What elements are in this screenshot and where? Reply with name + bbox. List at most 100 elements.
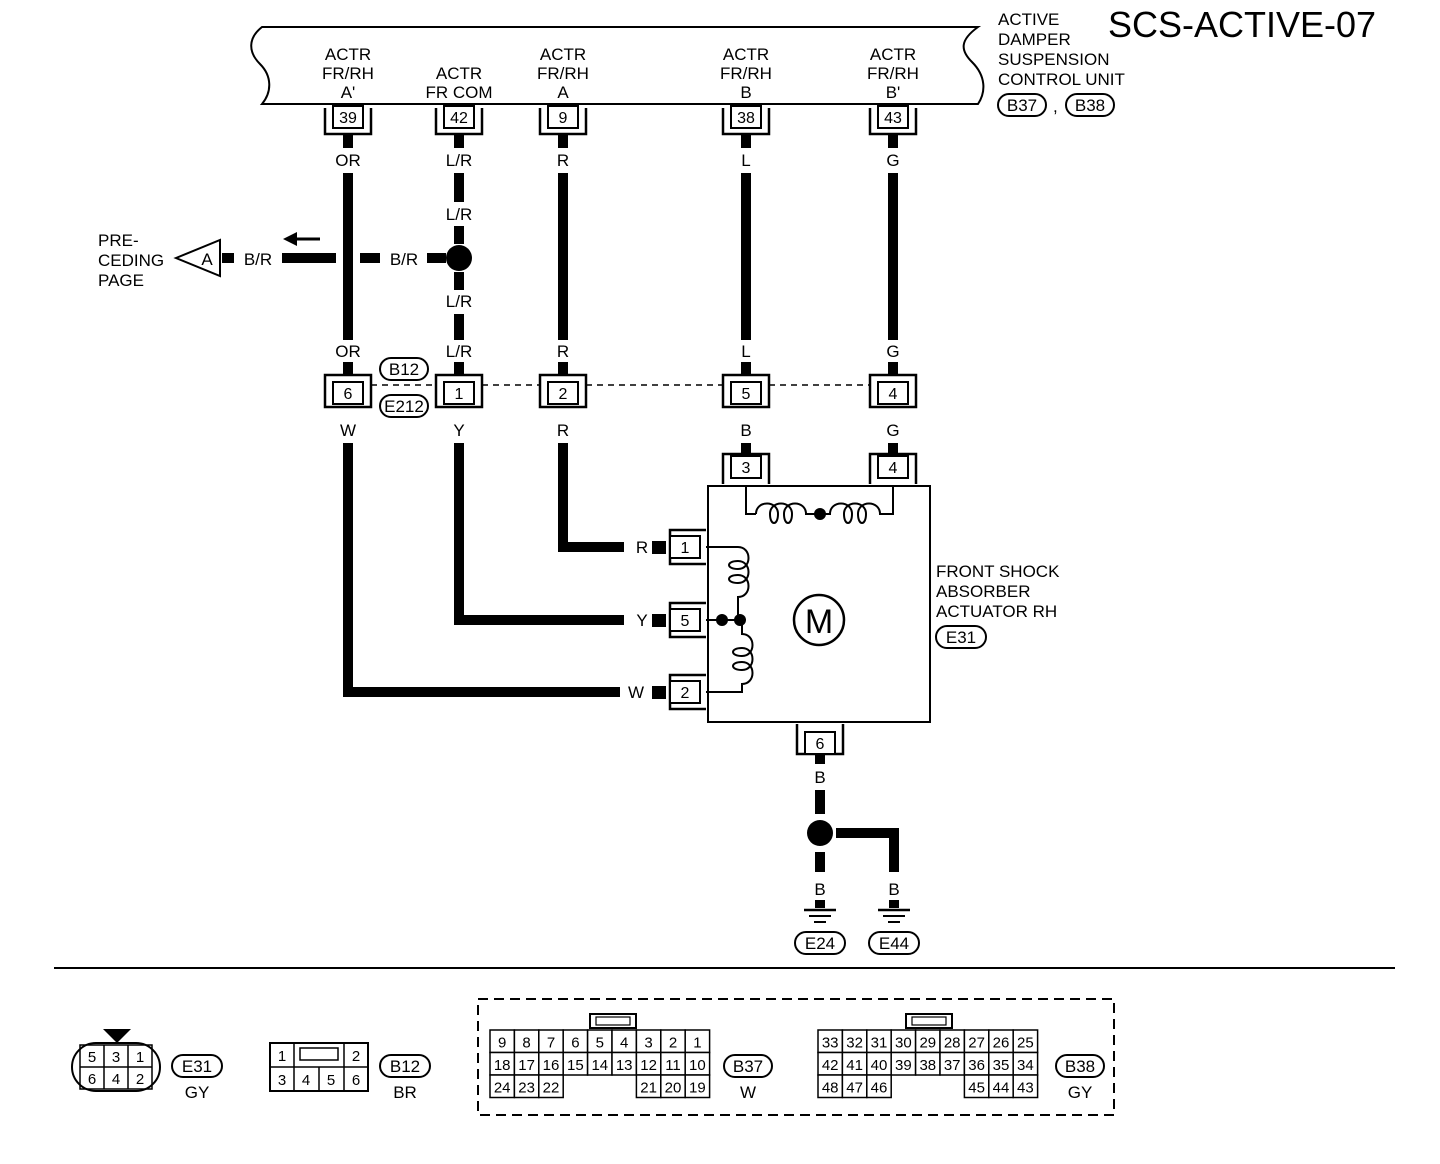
svg-text:6: 6 <box>344 386 353 403</box>
cu-pin-39: 39 <box>323 105 373 136</box>
actuator-ground-pin: 6 <box>795 724 845 756</box>
cavity-number: 41 <box>846 1057 863 1074</box>
svg-text:B: B <box>740 83 751 102</box>
svg-text:6: 6 <box>816 736 825 753</box>
svg-text:FR/RH: FR/RH <box>322 64 374 83</box>
svg-text:L/R: L/R <box>446 292 472 311</box>
svg-text:OR: OR <box>335 342 361 361</box>
svg-text:ACTR: ACTR <box>540 45 586 64</box>
joint-connector-tags: B12 E212 <box>379 357 429 418</box>
cavity-cell <box>866 1074 892 1099</box>
svg-text:L/R: L/R <box>446 342 472 361</box>
svg-text:5: 5 <box>681 613 690 630</box>
cavity-number: 31 <box>871 1035 888 1052</box>
cavity-number: 47 <box>846 1080 863 1097</box>
svg-text:4: 4 <box>302 1072 310 1089</box>
connector-view-b12: 1 2 3 4 5 6 B12 BR <box>269 1042 431 1102</box>
svg-text:CEDING: CEDING <box>98 251 164 270</box>
svg-text:W: W <box>628 683 644 702</box>
cavity-number: 26 <box>993 1035 1010 1052</box>
svg-text:G: G <box>886 342 899 361</box>
connector-tag-e31: E31 <box>946 628 976 647</box>
cavity-number: 10 <box>689 1057 706 1074</box>
wires-upper <box>343 135 898 374</box>
cavity-number: 45 <box>968 1080 985 1097</box>
svg-text:Y: Y <box>636 611 647 630</box>
svg-text:ACTR: ACTR <box>325 45 371 64</box>
svg-text:5: 5 <box>742 386 751 403</box>
svg-text:L/R: L/R <box>446 151 472 170</box>
joint-pin-1: 1 <box>434 373 484 409</box>
svg-text:3: 3 <box>112 1049 120 1066</box>
cavity-number: 23 <box>518 1080 535 1097</box>
svg-text:1: 1 <box>681 540 690 557</box>
svg-text:L: L <box>741 342 750 361</box>
cavity-number: 37 <box>944 1057 961 1074</box>
cavity-number: 32 <box>846 1035 863 1052</box>
cavity-number: 1 <box>693 1035 701 1052</box>
svg-text:PRE-: PRE- <box>98 231 139 250</box>
terminal-label-38: ACTR FR/RH B <box>720 45 772 102</box>
connector-group-border <box>477 998 1115 1116</box>
svg-text:FR COM: FR COM <box>425 83 492 102</box>
svg-text:GY: GY <box>1068 1083 1093 1102</box>
svg-text:43: 43 <box>884 110 902 127</box>
joint-pin-6: 6 <box>323 373 373 409</box>
svg-text:5: 5 <box>88 1049 96 1066</box>
cavity-number: 25 <box>1017 1035 1034 1052</box>
cu-pin-38: 38 <box>721 105 771 136</box>
diagram-title: SCS-ACTIVE-07 <box>1108 4 1376 45</box>
svg-text:G: G <box>886 151 899 170</box>
ground-tag-e24: E24 <box>805 934 835 953</box>
svg-text:W: W <box>340 421 356 440</box>
cavity-number: 20 <box>665 1080 682 1097</box>
svg-text:PAGE: PAGE <box>98 271 144 290</box>
actuator-name: FRONT SHOCK ABSORBER ACTUATOR RH E31 <box>935 562 1060 649</box>
cavity-number: 35 <box>993 1057 1010 1074</box>
cavity-number: 6 <box>571 1035 579 1052</box>
cavity-number: 4 <box>620 1035 628 1052</box>
svg-text:G: G <box>886 421 899 440</box>
cavity-number: 21 <box>640 1080 657 1097</box>
svg-text:3: 3 <box>278 1072 286 1089</box>
svg-text:B: B <box>888 880 899 899</box>
cavity-number: 13 <box>616 1057 633 1074</box>
svg-text:GY: GY <box>185 1083 210 1102</box>
cavity-number: 38 <box>919 1057 936 1074</box>
control-unit-name: ACTIVE DAMPER SUSPENSION CONTROL UNIT <box>998 10 1125 89</box>
svg-text:5: 5 <box>327 1072 335 1089</box>
svg-text:42: 42 <box>450 110 468 127</box>
connector-tag-e212: E212 <box>384 397 424 416</box>
ground-tag-e44: E44 <box>879 934 909 953</box>
svg-text:L/R: L/R <box>446 205 472 224</box>
svg-text:DAMPER: DAMPER <box>998 30 1071 49</box>
cavity-number: 30 <box>895 1035 912 1052</box>
cavity-number: 39 <box>895 1057 912 1074</box>
terminal-label-42: ACTR FR COM <box>425 64 492 102</box>
cavity-number: 2 <box>669 1035 677 1052</box>
cavity-number: 11 <box>665 1057 681 1074</box>
joint-pin-4: 4 <box>868 373 918 409</box>
svg-text:9: 9 <box>559 110 568 127</box>
svg-text:OR: OR <box>335 151 361 170</box>
svg-text:R: R <box>557 342 569 361</box>
svg-text:ACTR: ACTR <box>870 45 916 64</box>
svg-text:FRONT SHOCK: FRONT SHOCK <box>936 562 1060 581</box>
svg-text:L: L <box>741 151 750 170</box>
svg-text:B: B <box>814 880 825 899</box>
svg-text:A': A' <box>341 83 356 102</box>
connector-tag-b38: B38 <box>1075 96 1105 115</box>
ground-tags: E24 E44 <box>794 931 920 955</box>
svg-text:SUSPENSION: SUSPENSION <box>998 50 1109 69</box>
svg-text:6: 6 <box>352 1072 360 1089</box>
cavity-number: 27 <box>968 1035 985 1052</box>
svg-text:39: 39 <box>339 110 357 127</box>
cavity-number: 42 <box>822 1057 839 1074</box>
cavity-number: 44 <box>993 1080 1010 1097</box>
svg-text:2: 2 <box>559 386 568 403</box>
svg-text:B37: B37 <box>733 1057 763 1076</box>
cavity-number: 22 <box>543 1080 560 1097</box>
cavity-number: 28 <box>944 1035 961 1052</box>
svg-text:R: R <box>557 151 569 170</box>
